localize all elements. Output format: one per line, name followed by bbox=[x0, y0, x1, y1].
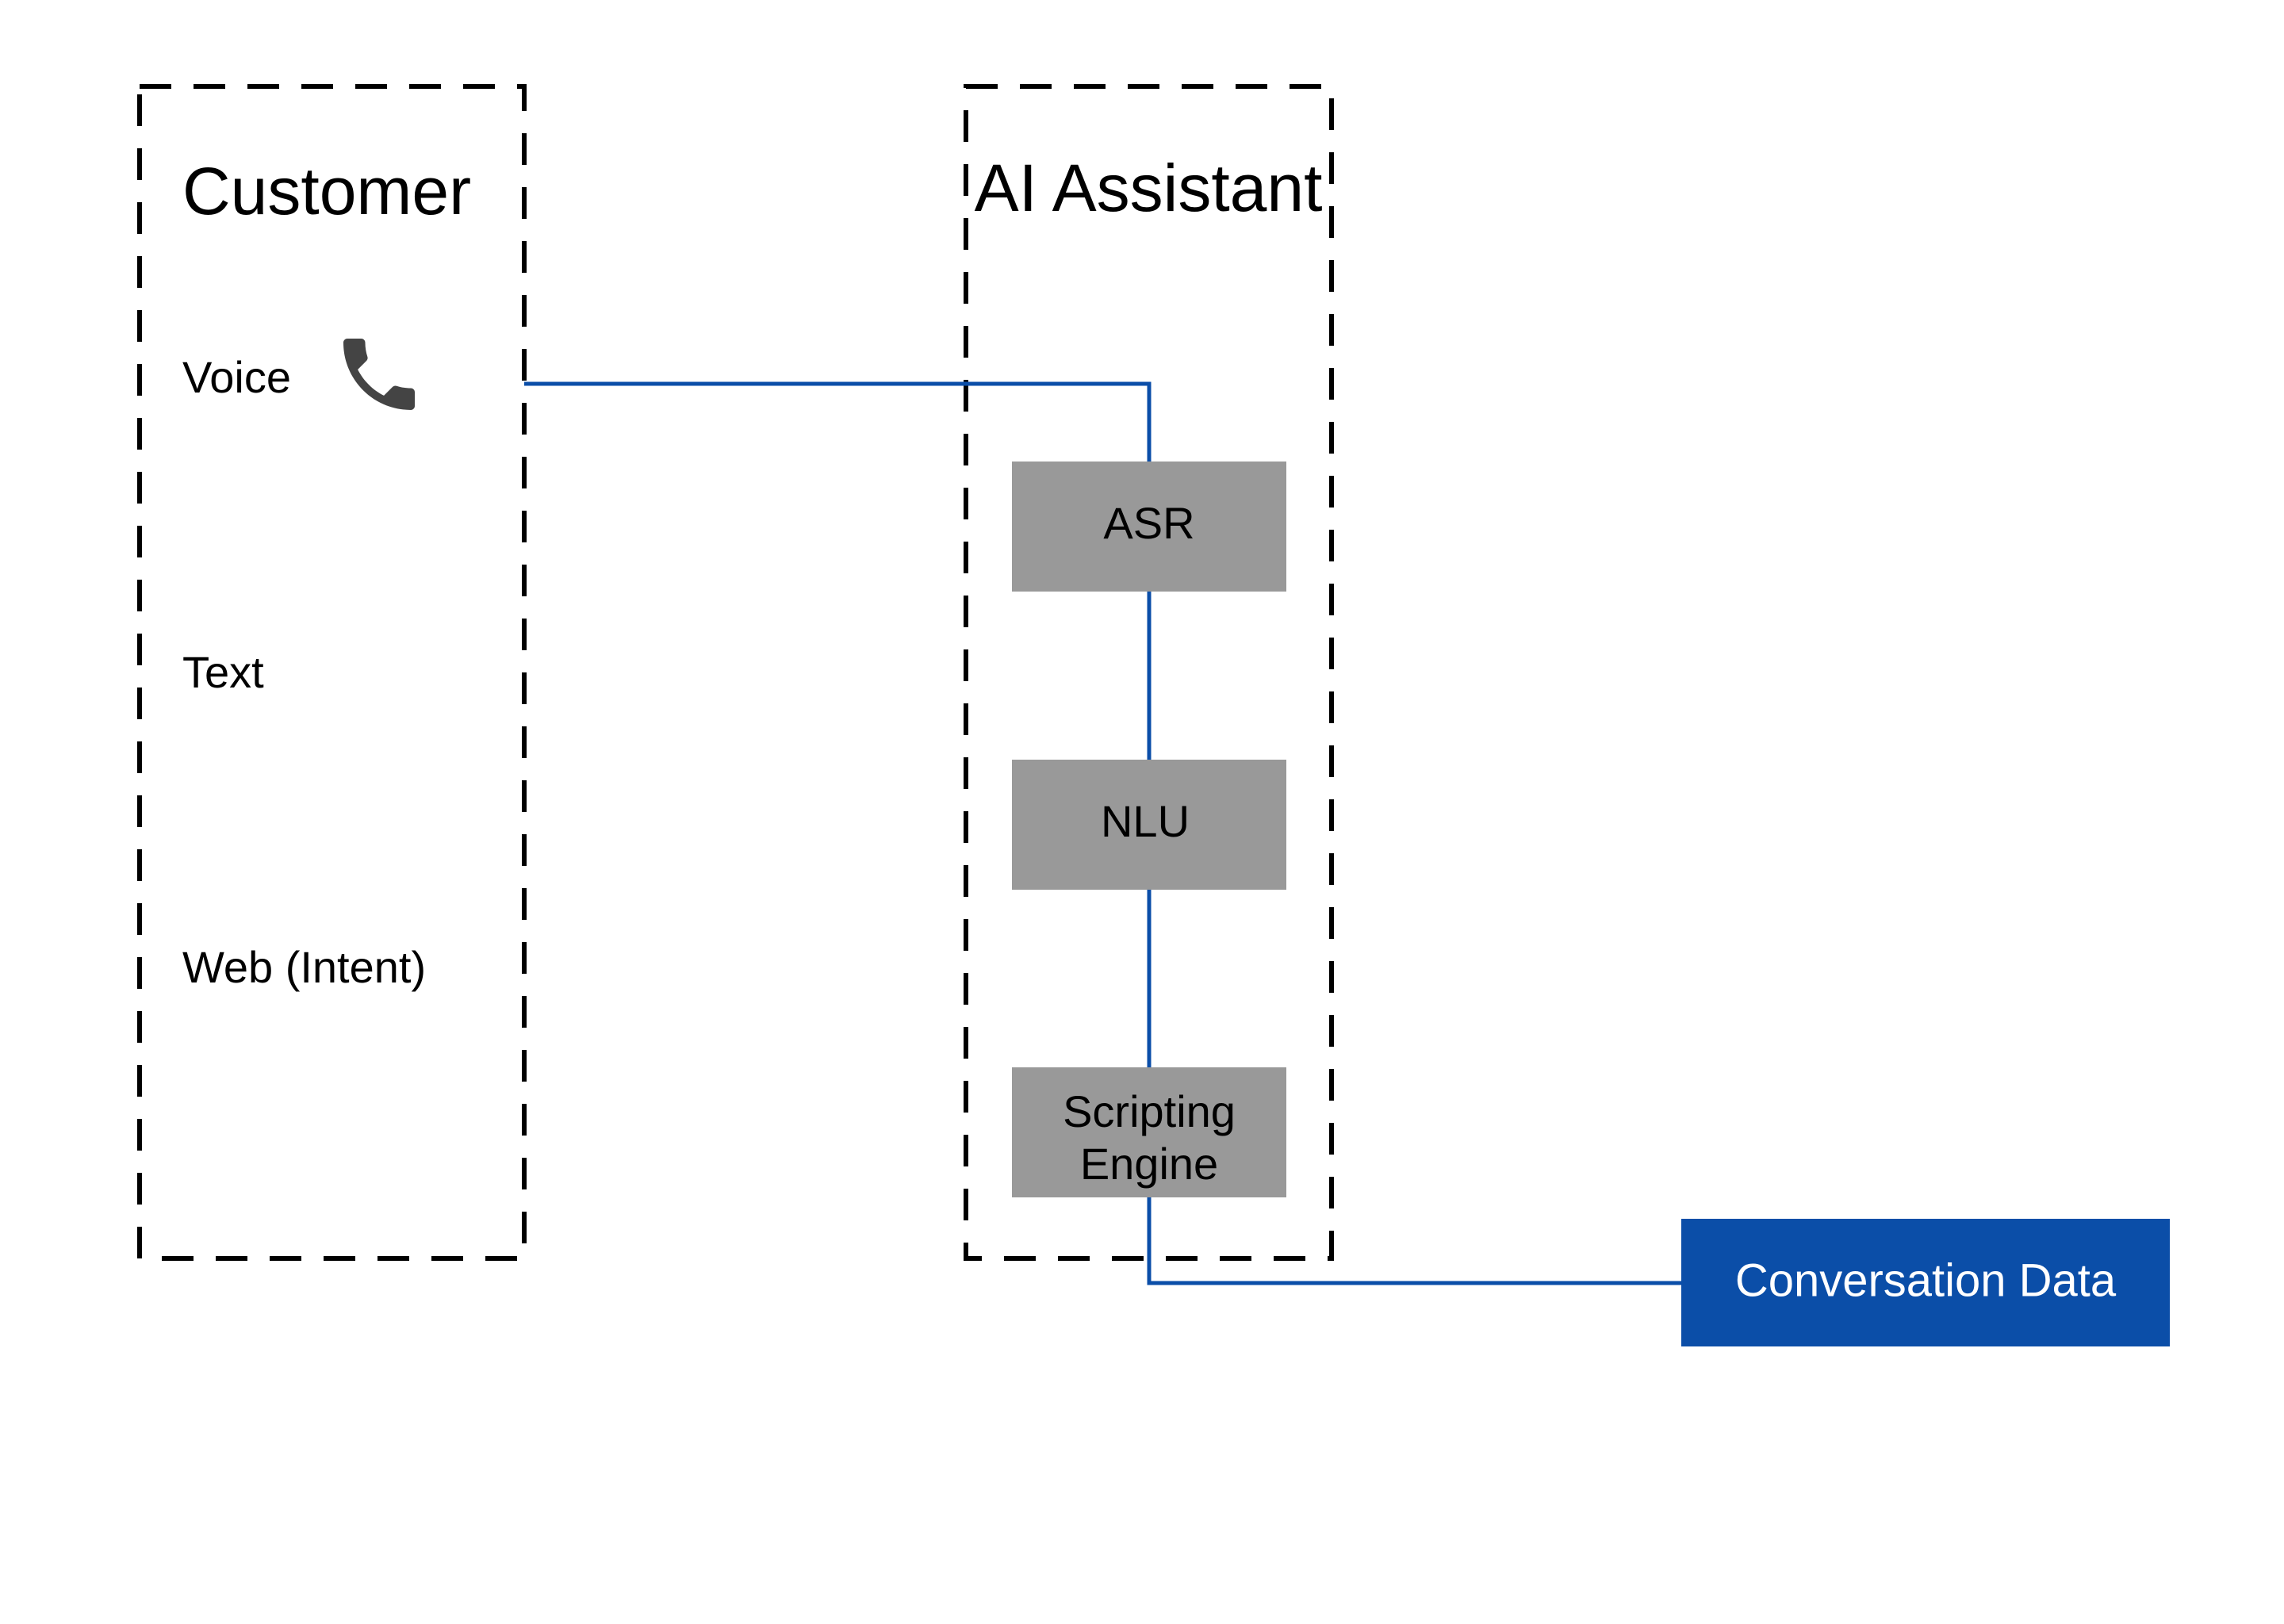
asr-label: ASR bbox=[1103, 498, 1194, 548]
scripting-to-output-connector bbox=[1147, 1197, 1681, 1285]
channel-text-label: Text bbox=[182, 647, 264, 697]
channel-voice-label: Voice bbox=[182, 352, 291, 402]
conversation-data-box bbox=[1681, 1219, 2170, 1346]
nlu-label: NLU bbox=[1101, 796, 1190, 846]
scripting-engine-box bbox=[1012, 1067, 1286, 1197]
phone-icon bbox=[343, 339, 415, 410]
customer-container bbox=[137, 84, 527, 1261]
asr-box bbox=[1012, 462, 1286, 592]
assistant-title: AI Assistant bbox=[975, 151, 1323, 225]
nlu-box bbox=[1012, 760, 1286, 890]
channel-web-label: Web (Intent) bbox=[182, 942, 426, 992]
assistant-container bbox=[964, 84, 1334, 1261]
voice-to-asr-connector bbox=[524, 381, 1152, 463]
conversation-data-label: Conversation Data bbox=[1735, 1254, 2117, 1306]
customer-title: Customer bbox=[182, 154, 471, 228]
scripting-engine-label-line1: Scripting bbox=[1063, 1086, 1236, 1136]
scripting-engine-label-line2: Engine bbox=[1080, 1139, 1218, 1189]
connectors bbox=[524, 381, 1681, 1285]
